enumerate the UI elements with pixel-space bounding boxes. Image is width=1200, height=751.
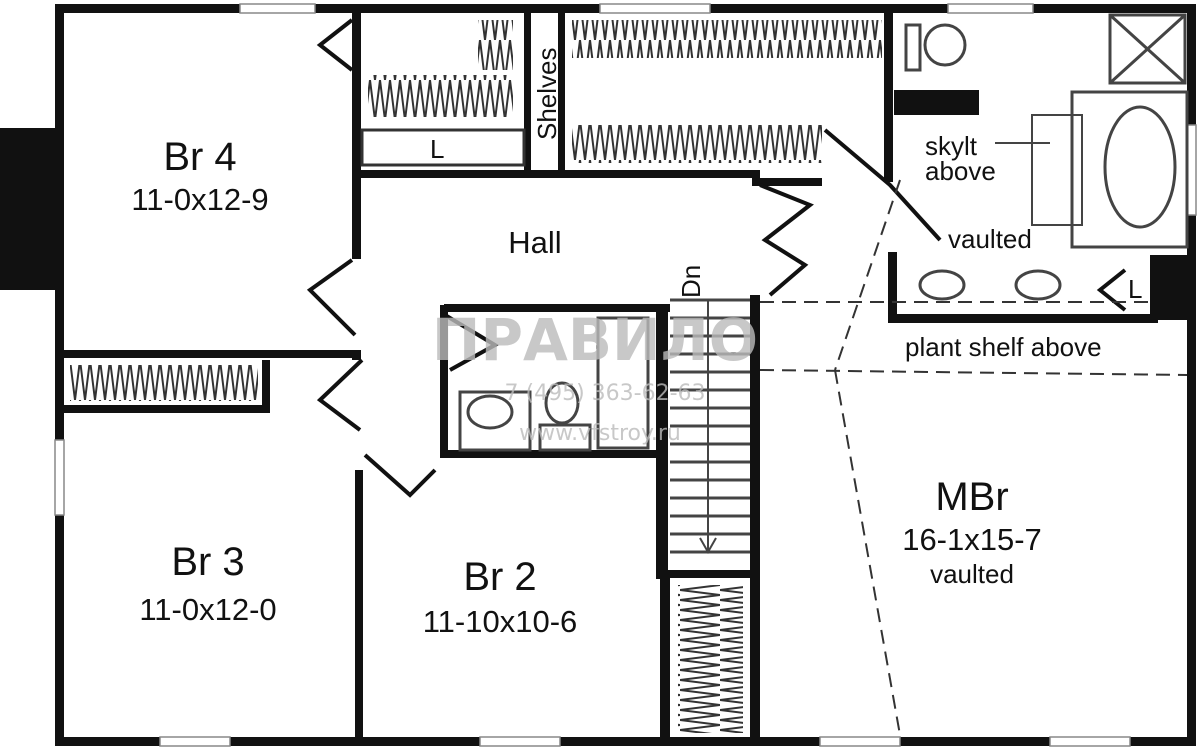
skylight-label: skylt	[925, 131, 978, 161]
closets	[70, 20, 882, 733]
shelves-label: Shelves	[532, 48, 562, 141]
plant-shelf-label: plant shelf above	[905, 332, 1102, 362]
linen-label: L	[430, 134, 444, 164]
skylight-label-2: above	[925, 156, 996, 186]
stairs	[670, 298, 750, 555]
bath-vaulted-label: vaulted	[948, 224, 1032, 254]
watermark-logo: ПРАВИЛО	[432, 306, 758, 374]
room-labels: Br 4 11-0x12-9 Br 3 11-0x12-0 Br 2 11-10…	[131, 135, 1041, 639]
mbr-name: MBr	[935, 475, 1008, 519]
linen-bath-label: L	[1128, 274, 1142, 304]
doors	[306, 18, 1127, 498]
watermark: ПРАВИЛО 7 (495) 363-62-63 www.vfstroy.ru	[432, 306, 758, 446]
hall-name: Hall	[508, 225, 561, 260]
chimney	[0, 128, 58, 290]
mbr-note: vaulted	[930, 559, 1014, 589]
br2-size: 11-10x10-6	[423, 604, 578, 639]
fixtures	[458, 13, 1189, 452]
br4-name: Br 4	[163, 135, 236, 179]
stair-down-label: Dn	[676, 265, 706, 298]
watermark-site: www.vfstroy.ru	[519, 421, 681, 446]
br4-size: 11-0x12-9	[131, 182, 268, 217]
watermark-phone: 7 (495) 363-62-63	[505, 381, 706, 406]
mbr-size: 16-1x15-7	[902, 522, 1042, 557]
br3-size: 11-0x12-0	[139, 592, 276, 627]
dashed-lines	[759, 179, 1188, 736]
br3-name: Br 3	[171, 540, 244, 584]
br2-name: Br 2	[463, 555, 536, 599]
windows	[54, 3, 1197, 747]
annotations: Shelves L L skylt above vaulted plant sh…	[430, 48, 1142, 363]
